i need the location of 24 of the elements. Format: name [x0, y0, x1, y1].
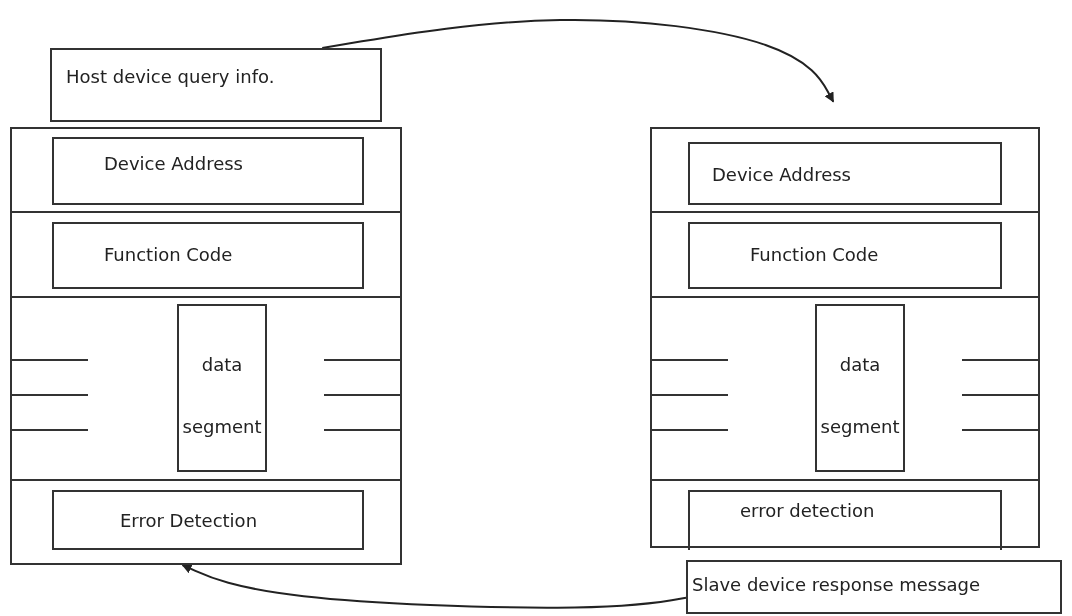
field-label: data segment [181, 353, 263, 439]
field-label: Slave device response message [692, 574, 981, 595]
message-label-box [50, 48, 382, 122]
field-label: Function Code [104, 244, 233, 265]
message-label-box [686, 560, 1062, 614]
field-box [52, 490, 364, 550]
field-box [52, 222, 364, 289]
message-frame [650, 127, 1040, 548]
field-label: Host device query info. [66, 66, 275, 87]
field-box [52, 137, 364, 205]
field-box [177, 304, 267, 472]
field-box [815, 304, 905, 472]
field-label: Function Code [750, 244, 879, 265]
curved-arrow [181, 564, 687, 609]
curved-arrow [321, 18, 835, 103]
field-box [688, 142, 1002, 205]
field-box [688, 490, 1002, 550]
field-label: error detection [740, 500, 875, 521]
field-label: Device Address [712, 164, 851, 185]
field-label: data segment [819, 353, 901, 439]
field-label: Device Address [104, 153, 243, 174]
field-box [688, 222, 1002, 289]
field-label: Error Detection [120, 510, 258, 531]
message-frame [10, 127, 402, 565]
